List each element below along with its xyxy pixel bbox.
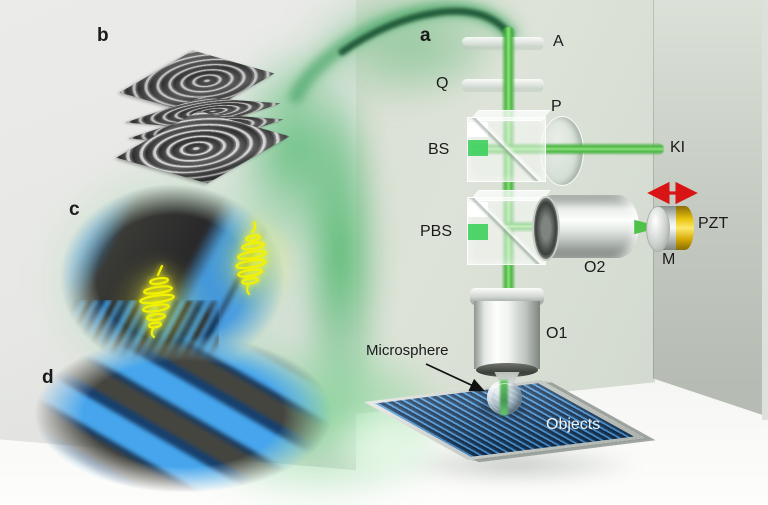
right-wall-edge-highlight — [762, 0, 768, 420]
label-objective-1: O1 — [546, 325, 568, 342]
photon-glow-right — [210, 210, 300, 315]
objective-1-body — [474, 301, 540, 369]
panel-label-a: a — [420, 25, 431, 46]
label-piezo: PZT — [698, 215, 729, 232]
label-objects: Objects — [546, 416, 601, 433]
label-polarizing-beam-splitter: PBS — [420, 223, 453, 240]
label-kohler-illumination: KI — [670, 139, 686, 156]
beam-splitter-cube — [467, 110, 551, 182]
panel-label-c: c — [69, 199, 80, 220]
label-aperture: A — [553, 33, 564, 50]
label-polarizer: P — [551, 98, 562, 115]
panel-label-b: b — [97, 25, 109, 46]
label-microsphere: Microsphere — [366, 342, 449, 359]
panel-label-d: d — [42, 367, 54, 388]
label-beam-splitter: BS — [428, 141, 450, 158]
objective-1-bottom-rim — [476, 363, 538, 377]
label-objective-2: O2 — [584, 259, 606, 276]
photon-glow-left — [110, 255, 210, 360]
label-quarter-wave-plate: Q — [436, 75, 449, 92]
piezo-gold-ring — [676, 206, 694, 250]
objective-2-front-ring — [532, 196, 560, 261]
magnified-grating-stripes — [10, 310, 370, 505]
label-mirror: M — [662, 251, 676, 268]
objective-1-cap — [470, 288, 544, 303]
cube-diagonal — [468, 118, 545, 181]
beam-inside-microsphere — [500, 380, 508, 415]
mirror-front-face — [646, 206, 670, 252]
microsphere-lens — [485, 378, 524, 417]
